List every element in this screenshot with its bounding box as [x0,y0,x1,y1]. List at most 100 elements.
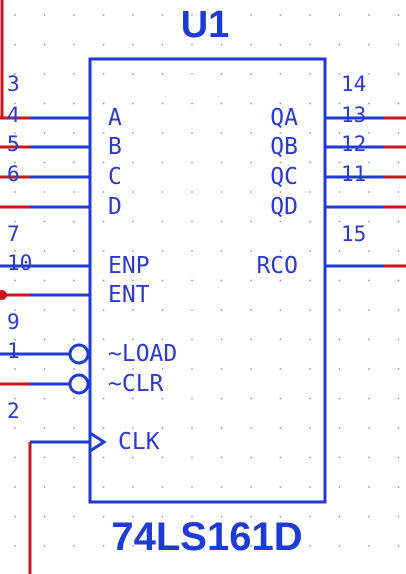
pin-number-11: 11 [341,162,366,186]
pin-number-1: 1 [7,339,20,363]
grid-dot [73,250,75,252]
grid-dot [73,279,75,282]
grid-dot [279,220,282,223]
grid-dot [161,456,164,459]
pin-number-7: 7 [7,222,20,246]
grid-dot [338,161,341,164]
grid-dot [338,397,341,400]
grid-dot [14,397,16,400]
grid-dot [368,427,370,429]
grid-dot [132,132,134,134]
grid-dot [279,14,282,16]
grid-dot [73,486,75,488]
grid-dot [368,220,370,223]
grid-dot [309,309,311,311]
grid-dot [191,161,193,164]
grid-dot [191,14,193,16]
pin-label-rco: RCO [256,253,298,279]
grid-dot [397,43,400,46]
grid-dot [250,427,252,429]
grid-dot [102,368,105,370]
grid-dot [132,14,134,16]
grid-dot [14,427,16,429]
grid-dot [191,73,193,75]
grid-dot [102,250,105,252]
pin-number-4: 4 [7,103,20,127]
grid-dot [14,250,16,252]
grid-dot [309,368,311,370]
grid-dot [279,43,282,46]
grid-dot [43,43,46,46]
grid-dot [191,191,193,193]
grid-dot [397,14,400,16]
grid-dot [309,43,311,46]
grid-dot [220,132,223,134]
pin-number-10: 10 [7,251,32,275]
grid-dot [14,191,16,193]
grid-dot [14,43,16,46]
grid-dot [220,73,223,75]
grid-dot [73,338,75,341]
grid-dot [161,43,164,46]
grid-dot [338,456,341,459]
grid-dot [250,73,252,75]
grid-dot [368,279,370,282]
grid-dot [161,427,164,429]
grid-dot [43,102,46,105]
grid-dot [191,545,193,547]
grid-dot [309,338,311,341]
grid-dot [191,427,193,429]
grid-dot [102,545,105,547]
grid-dot [250,309,252,311]
grid-dot [250,456,252,459]
grid-dot [14,338,16,341]
grid-dot [73,456,75,459]
grid-dot [43,14,46,16]
grid-dot [309,14,311,16]
grid-dot [14,161,16,164]
grid-dot [191,515,193,518]
grid-dot [73,515,75,518]
pin-label-enp: ENP [108,253,150,279]
grid-dot [309,250,311,252]
grid-dot [309,486,311,488]
pin-label-ent: ENT [108,282,150,308]
grid-dot [397,102,400,105]
grid-dot [309,191,311,193]
grid-dot [14,515,16,518]
grid-dot [161,161,164,164]
grid-dot [220,397,223,400]
grid-dot [250,279,252,282]
grid-dot [220,427,223,429]
grid-dot [368,456,370,459]
grid-dot [102,161,105,164]
grid-dot [161,309,164,311]
grid-dot [368,486,370,488]
grid-dot [250,338,252,341]
clr-inversion-bubble [68,373,90,395]
grid-dot [397,427,400,429]
grid-dot [250,220,252,223]
grid-dot [220,368,223,370]
grid-dot [73,191,75,193]
grid-dot [397,338,400,341]
grid-dot [250,14,252,16]
left-pin-stubs [0,116,107,453]
grid-dot [43,191,46,193]
grid-dot [279,102,282,105]
right-pin-stubs [325,116,384,268]
pin-label-qd: QD [270,194,298,220]
component-body[interactable] [88,57,327,504]
grid-dot [397,132,400,134]
grid-dot [338,102,341,105]
grid-dot [132,338,134,341]
grid-dot [161,486,164,488]
grid-dot [102,73,105,75]
grid-dot [220,161,223,164]
grid-dot [43,545,46,547]
grid-dot [279,309,282,311]
grid-dot [279,397,282,400]
grid-dot [102,14,105,16]
grid-dot [14,368,16,370]
